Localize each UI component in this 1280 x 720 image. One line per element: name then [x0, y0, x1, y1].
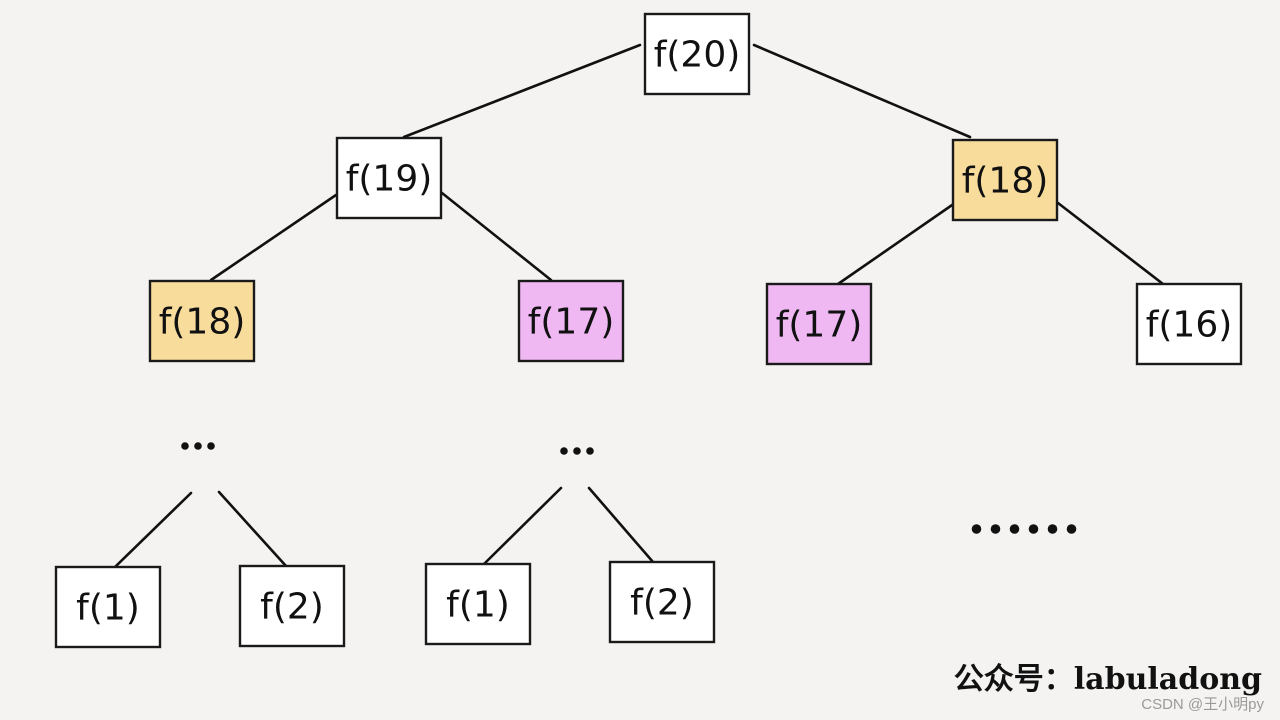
- node-label: f(1): [446, 585, 510, 626]
- node-label: f(18): [962, 161, 1049, 202]
- tree-node-b1: f(1): [424, 562, 532, 646]
- nodes-layer: f(20) f(19) f(18) f(18) f(17) f(17) f(16) f(1) f…: [54, 12, 1243, 649]
- tree-node-n18r: f(18): [951, 138, 1059, 222]
- ellipsis-e2: [560, 447, 594, 455]
- edge-e2-b2: [587, 486, 655, 564]
- node-label: f(2): [630, 583, 694, 624]
- tree-node-a2: f(2): [238, 564, 346, 648]
- tree-node-n16: f(16): [1135, 282, 1243, 366]
- node-box: [643, 12, 751, 96]
- node-label: f(17): [528, 302, 615, 343]
- tree-node-n17l: f(17): [517, 279, 625, 363]
- tree-node-n19: f(19): [335, 136, 443, 220]
- tree-node-n20: f(20): [643, 12, 751, 96]
- node-label: f(20): [654, 35, 741, 76]
- node-label: f(1): [76, 588, 140, 629]
- edge-n18r-n17r: [836, 201, 957, 286]
- edge-n19-n18l: [209, 193, 338, 282]
- edges-layer: [113, 43, 1165, 569]
- node-box: [608, 560, 716, 644]
- ellipsis-dot: [990, 524, 1001, 534]
- edge-n18r-n16: [1056, 201, 1165, 286]
- ellipsis-dot: [1066, 524, 1077, 534]
- tree-node-b2: f(2): [608, 560, 716, 644]
- edge-n19-n17l: [440, 191, 553, 282]
- edge-e1-a2: [217, 490, 288, 568]
- node-label: f(18): [159, 302, 246, 343]
- node-label: f(16): [1146, 305, 1233, 346]
- ellipsis-dot: [1009, 524, 1020, 534]
- node-box: [335, 136, 443, 220]
- ellipsis-dot: [586, 447, 594, 455]
- tree-node-n17r: f(17): [765, 282, 873, 366]
- ellipsis-dot: [971, 524, 982, 534]
- node-label: f(19): [346, 159, 433, 200]
- node-box: [424, 562, 532, 646]
- edge-e1-a1: [113, 491, 193, 569]
- node-label: f(2): [260, 587, 324, 628]
- node-box: [238, 564, 346, 648]
- ellipsis-dot: [573, 447, 581, 455]
- node-box: [517, 279, 625, 363]
- ellipsis-dot: [207, 442, 215, 450]
- node-box: [54, 565, 162, 649]
- node-box: [765, 282, 873, 366]
- ellipsis-dot: [194, 442, 202, 450]
- node-label: f(17): [776, 305, 863, 346]
- watermark-label: CSDN @王小明py: [1141, 696, 1264, 713]
- edge-n20-n19: [402, 43, 642, 139]
- ellipsis-e3: [971, 524, 1077, 534]
- ellipsis-dot: [560, 447, 568, 455]
- node-box: [1135, 282, 1243, 366]
- edge-e2-b1: [482, 486, 563, 566]
- edge-n20-n18r: [752, 43, 972, 139]
- node-box: [148, 279, 256, 363]
- node-box: [951, 138, 1059, 222]
- tree-node-n18l: f(18): [148, 279, 256, 363]
- credit-label: 公众号：labuladong: [953, 662, 1262, 697]
- ellipsis-dot: [1028, 524, 1039, 534]
- ellipsis-e1: [181, 442, 215, 450]
- ellipsis-dot: [1047, 524, 1058, 534]
- ellipsis-dot: [181, 442, 189, 450]
- ellipsis-layer: [181, 442, 1077, 534]
- tree-node-a1: f(1): [54, 565, 162, 649]
